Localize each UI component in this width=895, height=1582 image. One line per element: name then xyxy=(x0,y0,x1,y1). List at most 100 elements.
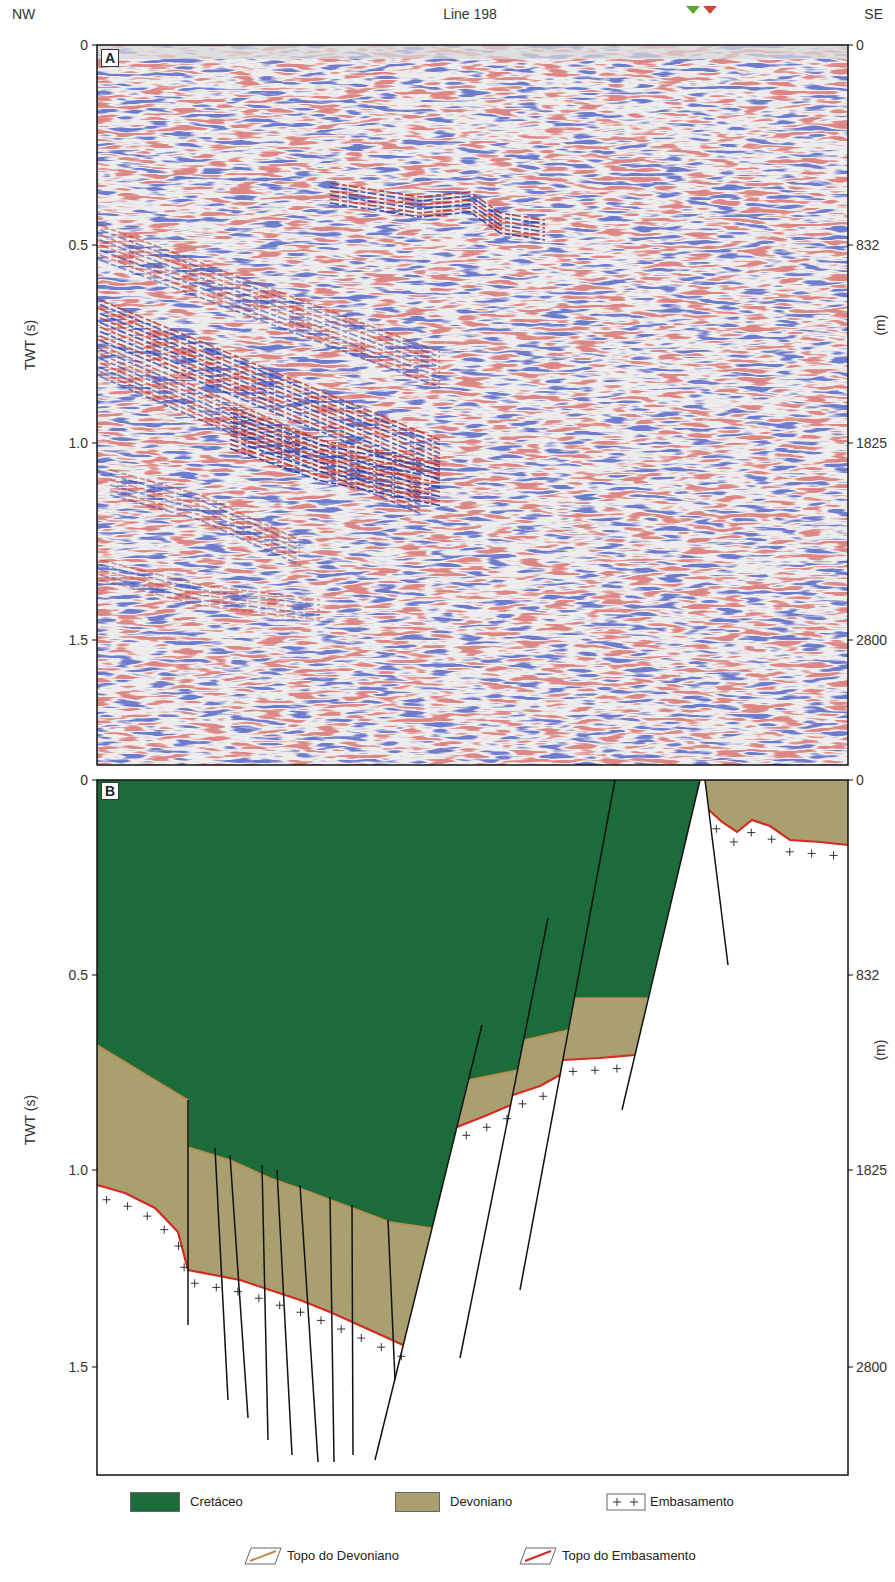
basement-cross xyxy=(591,1066,599,1074)
axis-label: 0.5 xyxy=(69,967,88,983)
axis-label: 0 xyxy=(80,772,88,788)
axis-label: 0 xyxy=(80,37,88,53)
basement-cross xyxy=(830,851,838,859)
legend-cross xyxy=(630,1498,638,1506)
basement-top-line xyxy=(457,1105,511,1127)
basement-cross xyxy=(539,1092,547,1100)
legend-line xyxy=(250,1551,276,1561)
axis-tick xyxy=(92,245,97,246)
axis-label: 1.0 xyxy=(69,435,88,451)
seismic-reflector xyxy=(100,575,320,615)
axis-label: 0 xyxy=(856,772,864,788)
legend-sample xyxy=(607,1494,645,1510)
axis-label: 0.5 xyxy=(69,237,88,253)
axis-tick xyxy=(92,1367,97,1368)
panel-frame xyxy=(97,780,848,1475)
basement-cross xyxy=(276,1301,284,1309)
seismic-reflector xyxy=(100,250,440,377)
basement-cross xyxy=(234,1288,242,1296)
fault-line xyxy=(277,1170,292,1455)
basement-cross xyxy=(337,1325,345,1333)
seismic-reflector xyxy=(330,195,545,232)
seismic-reflector xyxy=(100,560,320,600)
axis-tick xyxy=(92,1170,97,1171)
devonian-top-line xyxy=(574,997,648,999)
legend-sample xyxy=(245,1548,281,1564)
axis-tick xyxy=(92,780,97,781)
axis-tick xyxy=(848,245,853,246)
axis-tick xyxy=(848,45,853,46)
basement-top-line xyxy=(97,1185,403,1345)
axis-tick xyxy=(848,640,853,641)
seismic-reflector xyxy=(100,565,320,605)
axis-title: TWT (s) xyxy=(22,1095,38,1145)
fault-line xyxy=(622,780,700,1110)
axis-label: 832 xyxy=(856,967,879,983)
axis-title: (m) xyxy=(872,1040,888,1061)
seismic-reflector xyxy=(100,240,440,367)
legend-swatch xyxy=(395,1492,440,1512)
fault-line xyxy=(460,918,548,1358)
basement-cross xyxy=(180,1263,188,1271)
devonian-fill xyxy=(457,1070,518,1127)
basement-cross xyxy=(569,1067,577,1075)
seismic-reflector xyxy=(110,495,300,565)
seismic-noise xyxy=(97,45,848,765)
axis-tick xyxy=(848,975,853,976)
basement-cross xyxy=(747,829,755,837)
fault-line xyxy=(300,1185,318,1462)
legend-text: Embasamento xyxy=(650,1495,734,1510)
axis-label: 1.0 xyxy=(69,1162,88,1178)
basement-top-line xyxy=(563,1055,635,1060)
seismic-reflector xyxy=(110,485,300,555)
seismic-reflector xyxy=(100,255,440,382)
seismic-reflector xyxy=(330,187,545,224)
devonian-fill xyxy=(513,1030,568,1095)
basement-cross xyxy=(191,1279,199,1287)
axis-label: 2800 xyxy=(856,632,887,648)
axis-tick xyxy=(92,640,97,641)
axis-title: (m) xyxy=(872,315,888,336)
devonian-top-line xyxy=(524,1030,568,1040)
fault-line xyxy=(187,1100,189,1325)
seismic-reflector xyxy=(330,199,545,236)
fault-line xyxy=(375,1025,482,1460)
seismic-reflector xyxy=(110,475,300,545)
basement-cross xyxy=(768,835,776,843)
axis-label: SE xyxy=(864,6,883,22)
seismic-reflector xyxy=(100,341,440,481)
geologic-section xyxy=(97,780,848,1462)
axis-tick xyxy=(848,780,853,781)
well-marker xyxy=(686,6,700,14)
legend-text: Cretáceo xyxy=(190,1495,243,1510)
legend-text: Topo do Embasamento xyxy=(562,1549,696,1564)
section-ground xyxy=(97,780,848,1475)
basement-cross xyxy=(357,1334,365,1342)
basement-cross xyxy=(124,1202,132,1210)
legend-swatch xyxy=(130,1492,180,1512)
seismic-reflector xyxy=(100,336,440,476)
basement-cross xyxy=(143,1212,151,1220)
fault-line xyxy=(215,1148,228,1400)
axis-label: 1.5 xyxy=(69,1359,88,1375)
surface-band xyxy=(97,45,848,59)
axis-tick xyxy=(92,443,97,444)
seismic-reflector xyxy=(330,191,545,228)
fault-line xyxy=(352,1205,353,1455)
devonian-top-line xyxy=(468,1070,518,1080)
panel-letter: A xyxy=(101,49,119,67)
axis-tick xyxy=(848,1367,853,1368)
axis-label: 832 xyxy=(856,237,879,253)
axis-ticks xyxy=(92,45,853,1367)
seismic-reflector xyxy=(100,345,420,482)
basement-cross xyxy=(175,1242,183,1250)
axis-label: 1825 xyxy=(856,1162,887,1178)
basement-cross xyxy=(808,849,816,857)
seismic-reflector xyxy=(230,449,440,506)
basement-cross xyxy=(786,848,794,856)
panel-frame xyxy=(97,45,848,765)
basement-cross xyxy=(255,1294,263,1302)
devonian-fill xyxy=(705,780,848,845)
basement-top-line xyxy=(709,810,848,845)
seismic-reflector xyxy=(100,245,440,372)
